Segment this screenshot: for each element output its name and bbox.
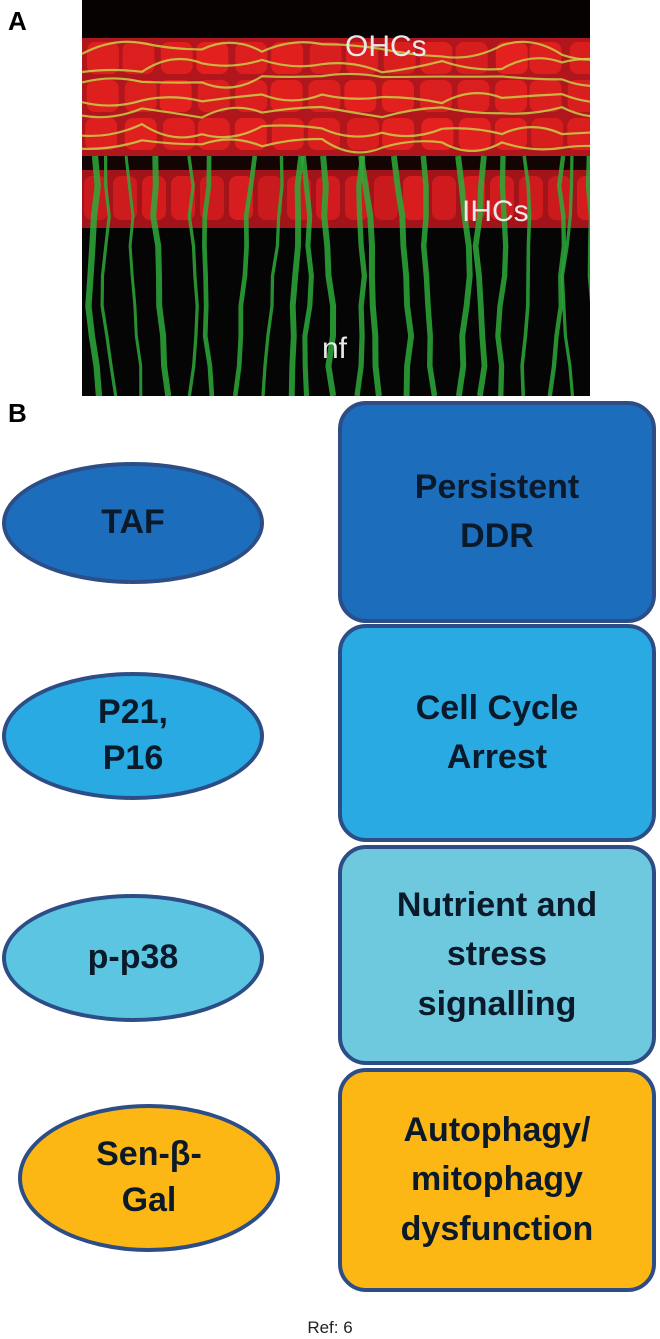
- marker-p-p38-text: p-p38: [87, 938, 179, 977]
- marker-sen-beta-gal: Sen-β- Gal: [18, 1104, 280, 1252]
- process-cell-cycle-arrest: Cell Cycle Arrest: [338, 624, 656, 842]
- process-persistent-ddr: Persistent DDR: [338, 401, 656, 623]
- panel-label-a: A: [8, 6, 27, 36]
- reference-note: Ref: 6: [307, 1318, 353, 1337]
- process-autophagy-dysfunction-text: Autophagy/ mitophagy dysfunction: [400, 1111, 594, 1248]
- micrograph-image: [82, 0, 590, 396]
- marker-p21-p16-text: P21, P16: [98, 693, 168, 777]
- ihc-label: IHCs: [462, 195, 529, 228]
- marker-p21-p16: P21, P16: [2, 672, 264, 800]
- process-nutrient-stress: Nutrient and stress signalling: [338, 845, 656, 1065]
- process-cell-cycle-arrest-text: Cell Cycle Arrest: [415, 688, 579, 776]
- cochlea-micrograph: OHCs IHCs nf: [82, 0, 590, 396]
- panel-label-b: B: [8, 398, 27, 428]
- process-nutrient-stress-text: Nutrient and stress signalling: [396, 886, 598, 1023]
- marker-taf: TAF: [2, 462, 264, 584]
- ohc-label: OHCs: [345, 30, 427, 63]
- nerve-fiber-label: nf: [322, 332, 348, 365]
- process-persistent-ddr-text: Persistent DDR: [414, 467, 580, 555]
- marker-p-p38: p-p38: [2, 894, 264, 1022]
- marker-taf-text: TAF: [101, 503, 165, 542]
- marker-sen-beta-gal-text: Sen-β- Gal: [96, 1135, 202, 1219]
- process-autophagy-dysfunction: Autophagy/ mitophagy dysfunction: [338, 1068, 656, 1292]
